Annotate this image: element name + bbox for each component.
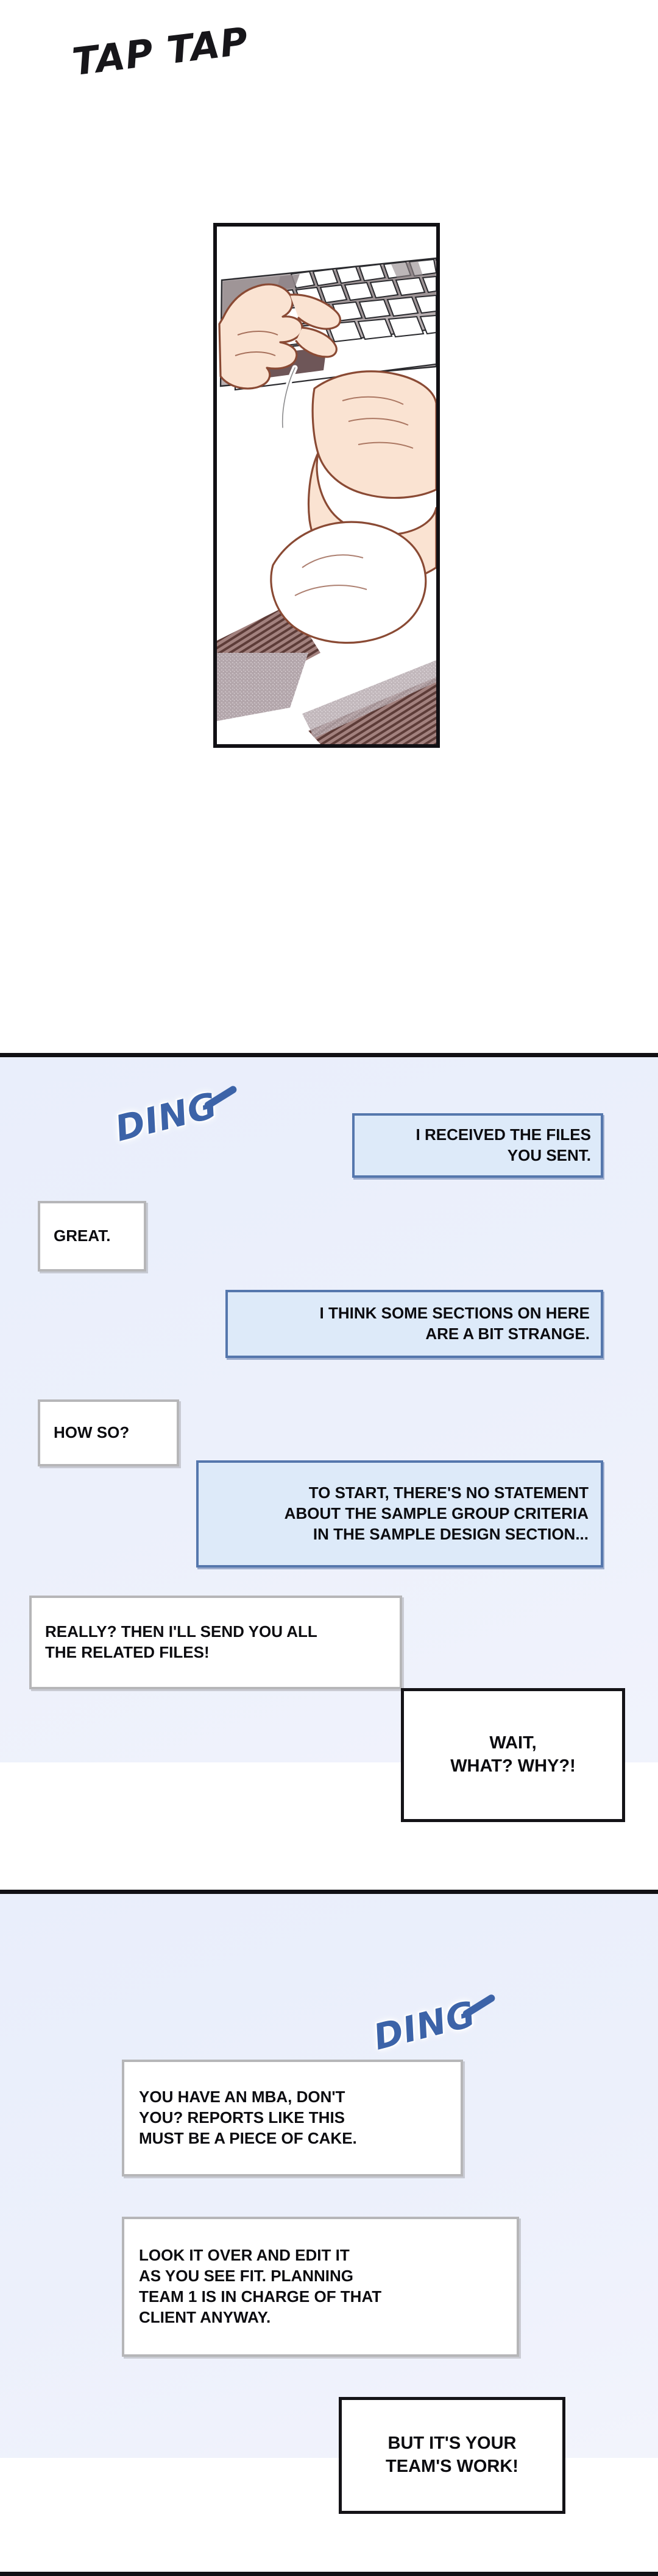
panel-divider-2: [0, 1890, 658, 1894]
keyboard-illustration-frame: [213, 223, 440, 748]
chat-bubble-text: GREAT.: [54, 1226, 111, 1245]
chat-bubble-send-related-files[interactable]: REALLY? THEN I'LL SEND YOU ALL THE RELAT…: [29, 1596, 402, 1689]
chat-bubble-text: REALLY? THEN I'LL SEND YOU ALL THE RELAT…: [45, 1622, 317, 1661]
speech-box-text: WAIT, WHAT? WHY?!: [450, 1733, 576, 1776]
speech-box-text: BUT IT'S YOUR TEAM'S WORK!: [386, 2433, 518, 2476]
speech-box-your-teams-work[interactable]: BUT IT'S YOUR TEAM'S WORK!: [339, 2397, 565, 2514]
chat-bubble-text: YOU HAVE AN MBA, DON'T YOU? REPORTS LIKE…: [139, 2088, 357, 2147]
chat-bubble-text: HOW SO?: [54, 1423, 130, 1442]
panel-illustration: TAP TAP: [0, 0, 658, 1057]
chat-bubble-sections-strange[interactable]: I THINK SOME SECTIONS ON HERE ARE A BIT …: [225, 1290, 603, 1358]
chat-bubble-text: I THINK SOME SECTIONS ON HERE ARE A BIT …: [319, 1304, 590, 1343]
chat-bubble-mba-piece-of-cake[interactable]: YOU HAVE AN MBA, DON'T YOU? REPORTS LIKE…: [122, 2060, 463, 2177]
chat-bubble-received-files[interactable]: I RECEIVED THE FILES YOU SENT.: [352, 1113, 603, 1178]
chat-bubble-how-so[interactable]: HOW SO?: [38, 1399, 179, 1466]
sfx-tap-tap: TAP TAP: [69, 18, 251, 85]
keyboard-typing-artwork: [217, 227, 436, 744]
chat-bubble-great[interactable]: GREAT.: [38, 1201, 146, 1272]
chat-bubble-text: LOOK IT OVER AND EDIT IT AS YOU SEE FIT.…: [139, 2246, 382, 2326]
chat-bubble-text: I RECEIVED THE FILES YOU SENT.: [416, 1125, 592, 1164]
panel-divider-3: [0, 2572, 658, 2576]
keyboard-illustration: [217, 227, 436, 744]
speech-box-wait-what-why[interactable]: WAIT, WHAT? WHY?!: [401, 1688, 625, 1822]
chat-bubble-look-it-over[interactable]: LOOK IT OVER AND EDIT IT AS YOU SEE FIT.…: [122, 2217, 519, 2357]
chat-bubble-sample-design[interactable]: TO START, THERE'S NO STATEMENT ABOUT THE…: [196, 1460, 603, 1568]
panel-divider-1: [0, 1053, 658, 1057]
chat-bubble-text: TO START, THERE'S NO STATEMENT ABOUT THE…: [284, 1483, 589, 1543]
